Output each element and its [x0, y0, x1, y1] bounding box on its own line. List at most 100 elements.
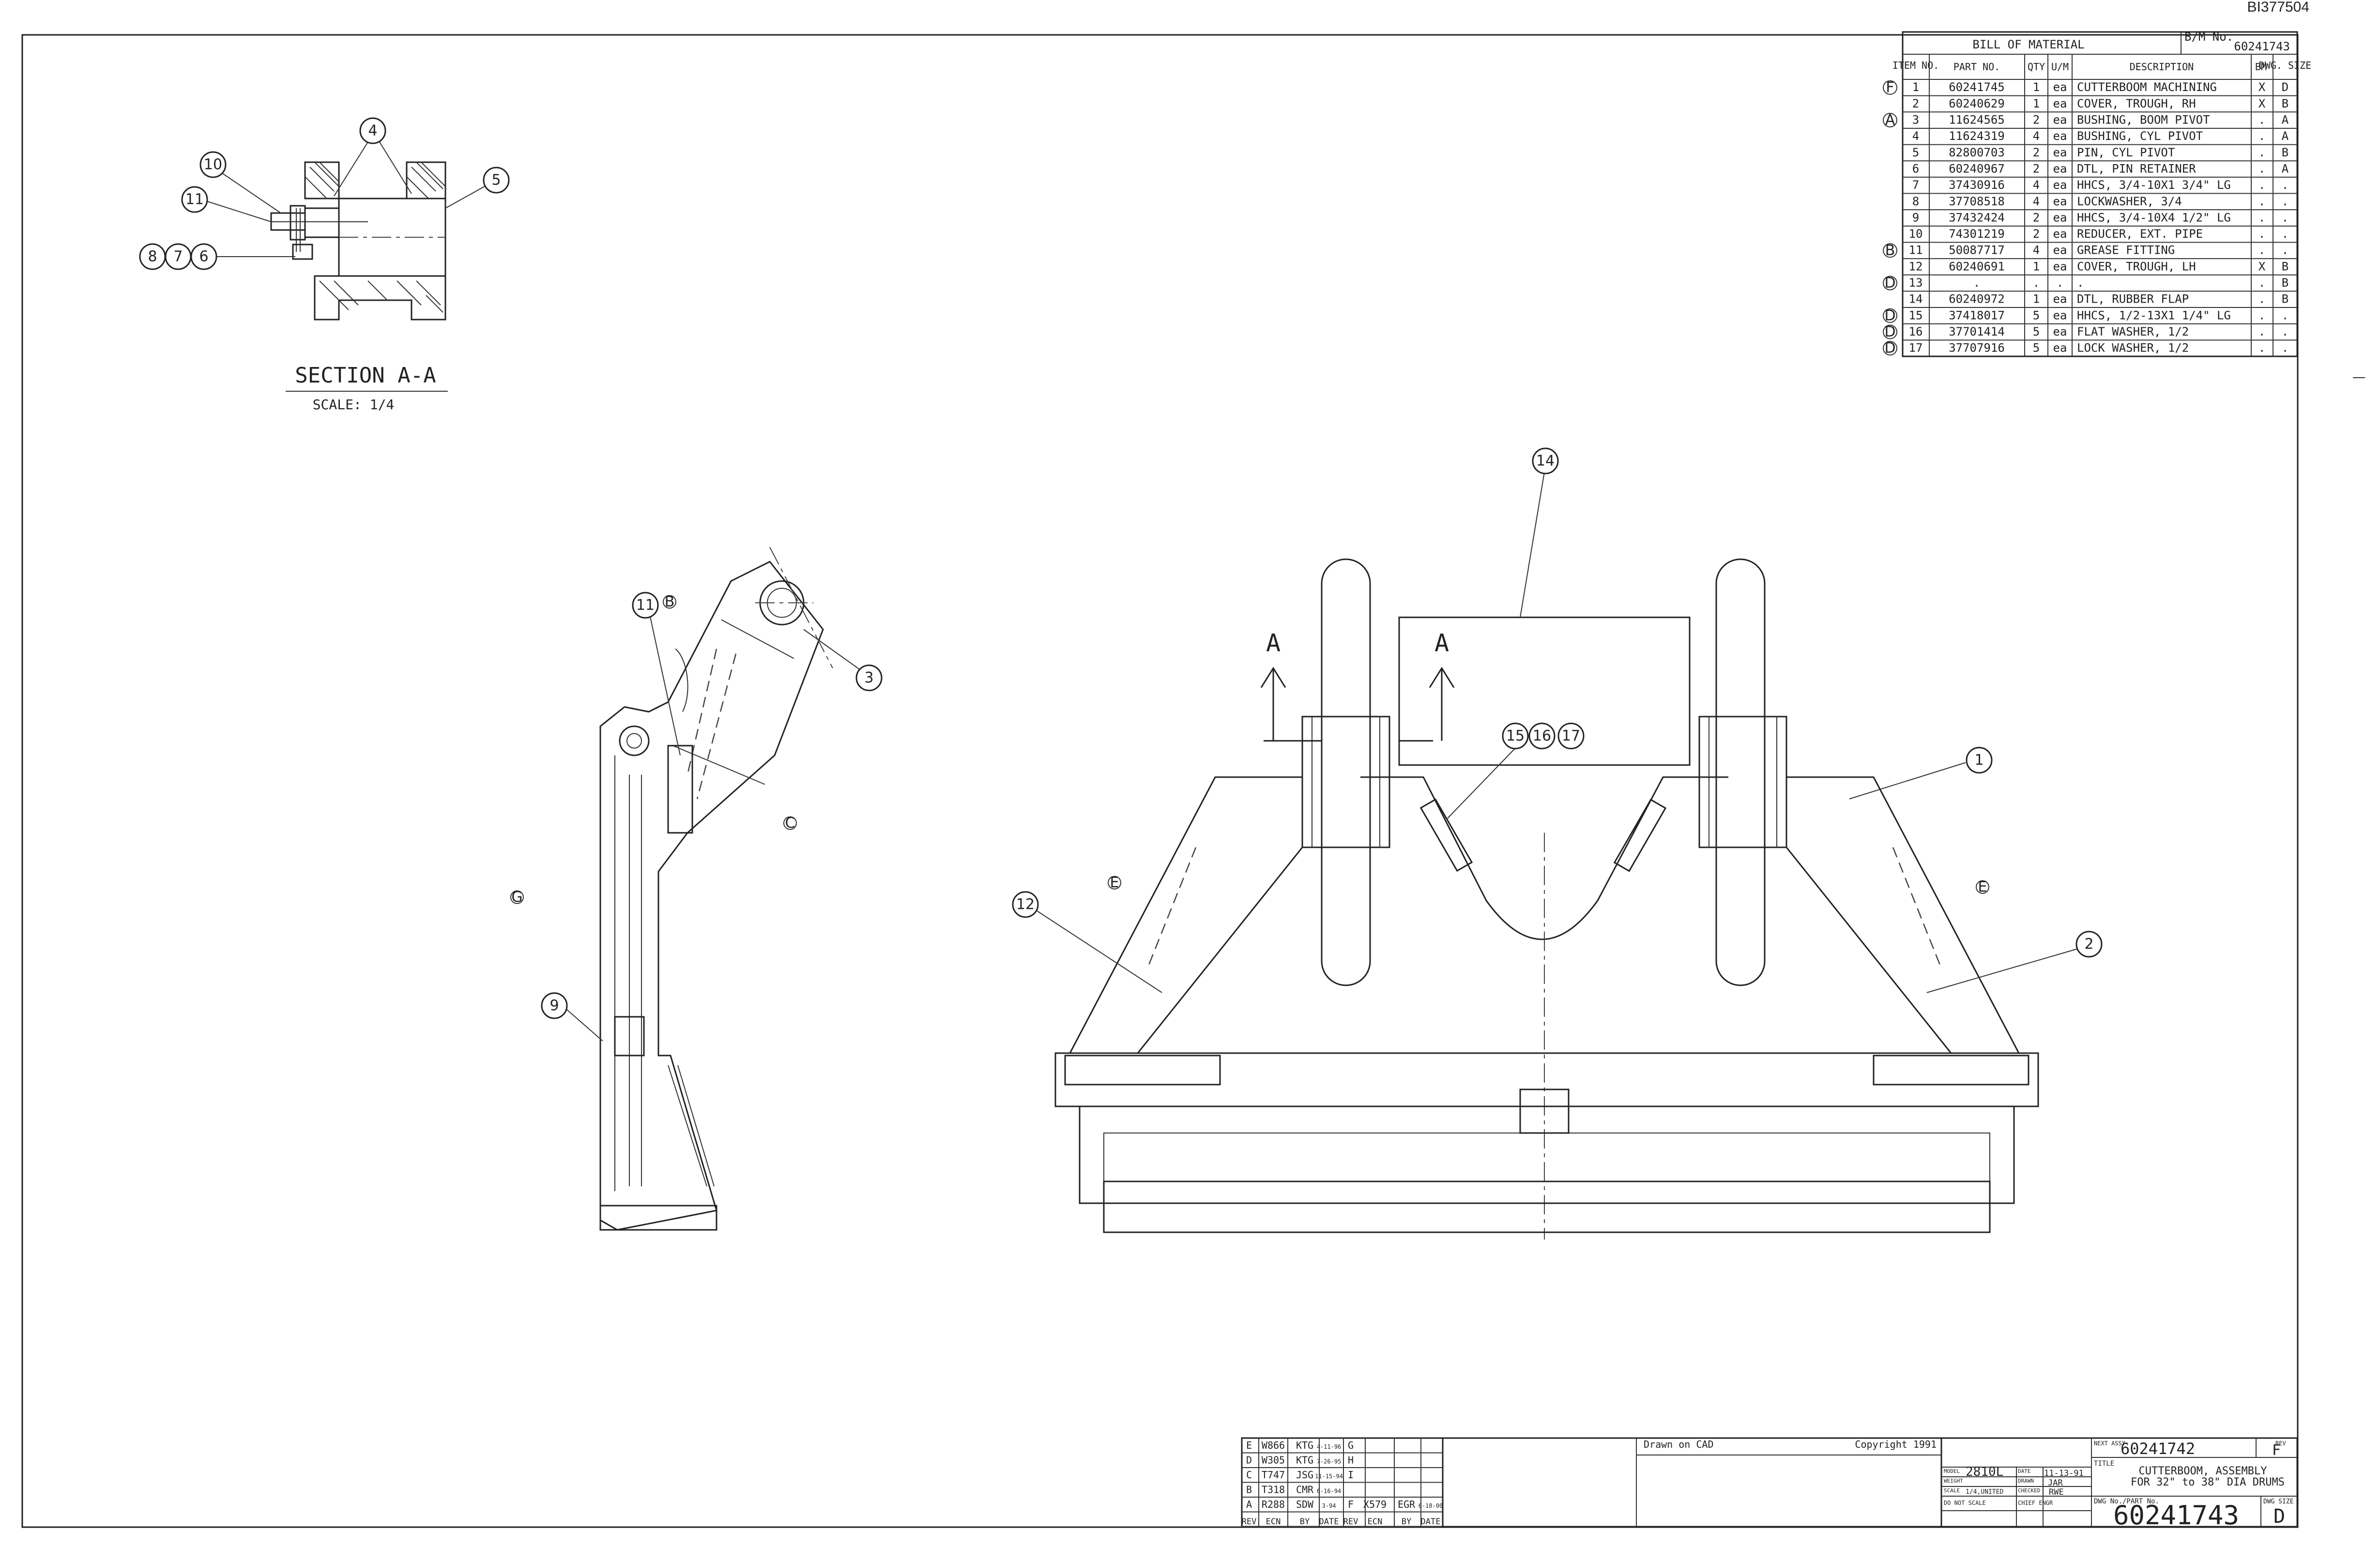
scale-label: SCALE	[1944, 1487, 1960, 1494]
bom-cell-part: 50087717	[1949, 244, 2005, 257]
bom-cell-um: ea	[2053, 178, 2067, 192]
next-assy-number: 60241742	[2121, 1440, 2195, 1458]
bom-cell-part: 82800703	[1949, 146, 2005, 159]
bom-cell-bm: .	[2258, 292, 2265, 306]
bom-cell-size: D	[2282, 80, 2288, 94]
bom-row: 13.....BD	[1883, 274, 2297, 291]
bom-cell-desc: DTL, RUBBER FLAP	[2077, 292, 2189, 306]
bom-cell-bm: .	[2258, 146, 2265, 159]
bom-cell-item: 12	[1909, 260, 1923, 273]
callout-bubble: 3	[855, 664, 883, 691]
bom-cell-part: 60240691	[1949, 260, 2005, 273]
bom-cell-desc: FLAT WASHER, 1/2	[2077, 325, 2189, 338]
svg-text:5: 5	[491, 172, 501, 189]
bom-title: BILL OF MATERIAL	[1972, 38, 2084, 51]
dwg-size-value: D	[2273, 1505, 2285, 1528]
bom-cell-part: 37701414	[1949, 325, 2005, 338]
bom-cell-item: 17	[1909, 341, 1923, 355]
title-line1: CUTTERBOOM, ASSEMBLY	[2139, 1465, 2267, 1477]
bom-cell-item: 15	[1909, 308, 1923, 322]
bom-cell-desc: CUTTERBOOM MACHINING	[2077, 80, 2217, 94]
rev-cell-ecn: W866	[1262, 1440, 1285, 1451]
bom-cell-part: 74301219	[1949, 227, 2005, 241]
rev-header: ECN	[1368, 1517, 1383, 1527]
bom-cell-size: .	[2282, 325, 2288, 338]
bom-cell-um: ea	[2053, 308, 2067, 322]
rev-cell-date: 7-26-95	[1317, 1458, 1342, 1465]
rev-header: ECN	[1266, 1517, 1281, 1527]
bom-cell-size: .	[2282, 195, 2288, 208]
bom-cell-um: ea	[2053, 325, 2067, 338]
callout-bubble: 5	[483, 167, 510, 194]
bom-cell-bm: .	[2258, 195, 2265, 208]
rev-cell-by: KTG	[1296, 1455, 1313, 1466]
svg-text:6: 6	[199, 248, 208, 265]
title-line2: FOR 32" to 38" DIA DRUMS	[2131, 1476, 2285, 1488]
bom-cell-item: 10	[1909, 227, 1923, 241]
scale-value: 1/4,UNITED	[1966, 1488, 2003, 1496]
sheet-border	[21, 34, 2299, 1528]
rev-cell-date: 4-11-96	[1317, 1443, 1342, 1450]
rev-cell-by: EGR	[1398, 1499, 1416, 1510]
bom-cell-um: ea	[2053, 211, 2067, 224]
bom-rev-circle	[1883, 243, 1897, 258]
rev-cell-ecn: X579	[1363, 1499, 1387, 1510]
bom-number: 60241743	[2234, 40, 2290, 53]
bom-cell-qty: 5	[2033, 341, 2040, 355]
bom-rev-mark: F	[1886, 79, 1894, 96]
bom-rev-circle	[1883, 308, 1897, 323]
bom-cell-qty: 2	[2033, 113, 2040, 127]
revision-mark: E	[1976, 879, 1989, 896]
bom-cell-item: 5	[1912, 146, 1919, 159]
bom-rev-mark: D	[1884, 323, 1895, 340]
bom-cell-item: 14	[1909, 292, 1923, 306]
bom-col-part: PART NO.	[1953, 61, 2000, 73]
bom-cell-size: B	[2282, 292, 2288, 306]
callout-bubble: 8	[139, 243, 166, 270]
rev-cell-rev: I	[1348, 1469, 1354, 1481]
bom-col-item: ITEM NO.	[1892, 60, 1939, 71]
svg-text:11: 11	[636, 597, 655, 614]
bom-rev-circle	[1883, 113, 1897, 128]
rev-cell-by: SDW	[1296, 1499, 1314, 1510]
rev-cell-rev: E	[1246, 1440, 1252, 1451]
bom-col-qty: QTY	[2028, 61, 2045, 73]
bom-cell-bm: .	[2258, 211, 2265, 224]
bom-cell-qty: 5	[2033, 325, 2040, 338]
bom-cell-desc: HHCS, 3/4-10X1 3/4" LG	[2077, 178, 2231, 192]
bom-cell-size: .	[2282, 244, 2288, 257]
bom-cell-bm: .	[2258, 113, 2265, 127]
rev-cell-date: 6-18-00	[1419, 1502, 1443, 1509]
rev-cell-rev: H	[1348, 1455, 1354, 1466]
cad-note: Drawn on CAD	[1644, 1439, 1714, 1450]
rev-header: BY	[1402, 1517, 1411, 1527]
bom-cell-qty: 1	[2033, 260, 2040, 273]
rev-cell-date: 3-94	[1322, 1502, 1336, 1509]
svg-text:E: E	[1978, 879, 1987, 896]
bom-cell-um: ea	[2053, 97, 2067, 110]
bom-rev-circle	[1883, 276, 1897, 291]
bom-cell-item: 8	[1912, 195, 1919, 208]
svg-text:2: 2	[2084, 936, 2093, 953]
bom-cell-size: A	[2282, 129, 2289, 143]
rev-cell-ecn: W305	[1262, 1455, 1285, 1466]
bom-cell-part: .	[1973, 276, 1980, 290]
bom-cell-bm: X	[2258, 97, 2266, 110]
svg-text:1: 1	[1974, 752, 1983, 769]
rev-header: BY	[1300, 1517, 1310, 1527]
svg-text:9: 9	[549, 997, 559, 1014]
bom-cell-size: .	[2282, 341, 2288, 355]
bom-cell-size: B	[2282, 260, 2288, 273]
bom-cell-um: ea	[2053, 146, 2067, 159]
bom-cell-size: A	[2282, 113, 2289, 127]
section-title: SECTION A-A	[295, 363, 436, 388]
bom-cell-part: 37418017	[1949, 308, 2005, 322]
bom-rev-mark: A	[1885, 112, 1895, 129]
rev-cell-rev: D	[1246, 1455, 1252, 1466]
